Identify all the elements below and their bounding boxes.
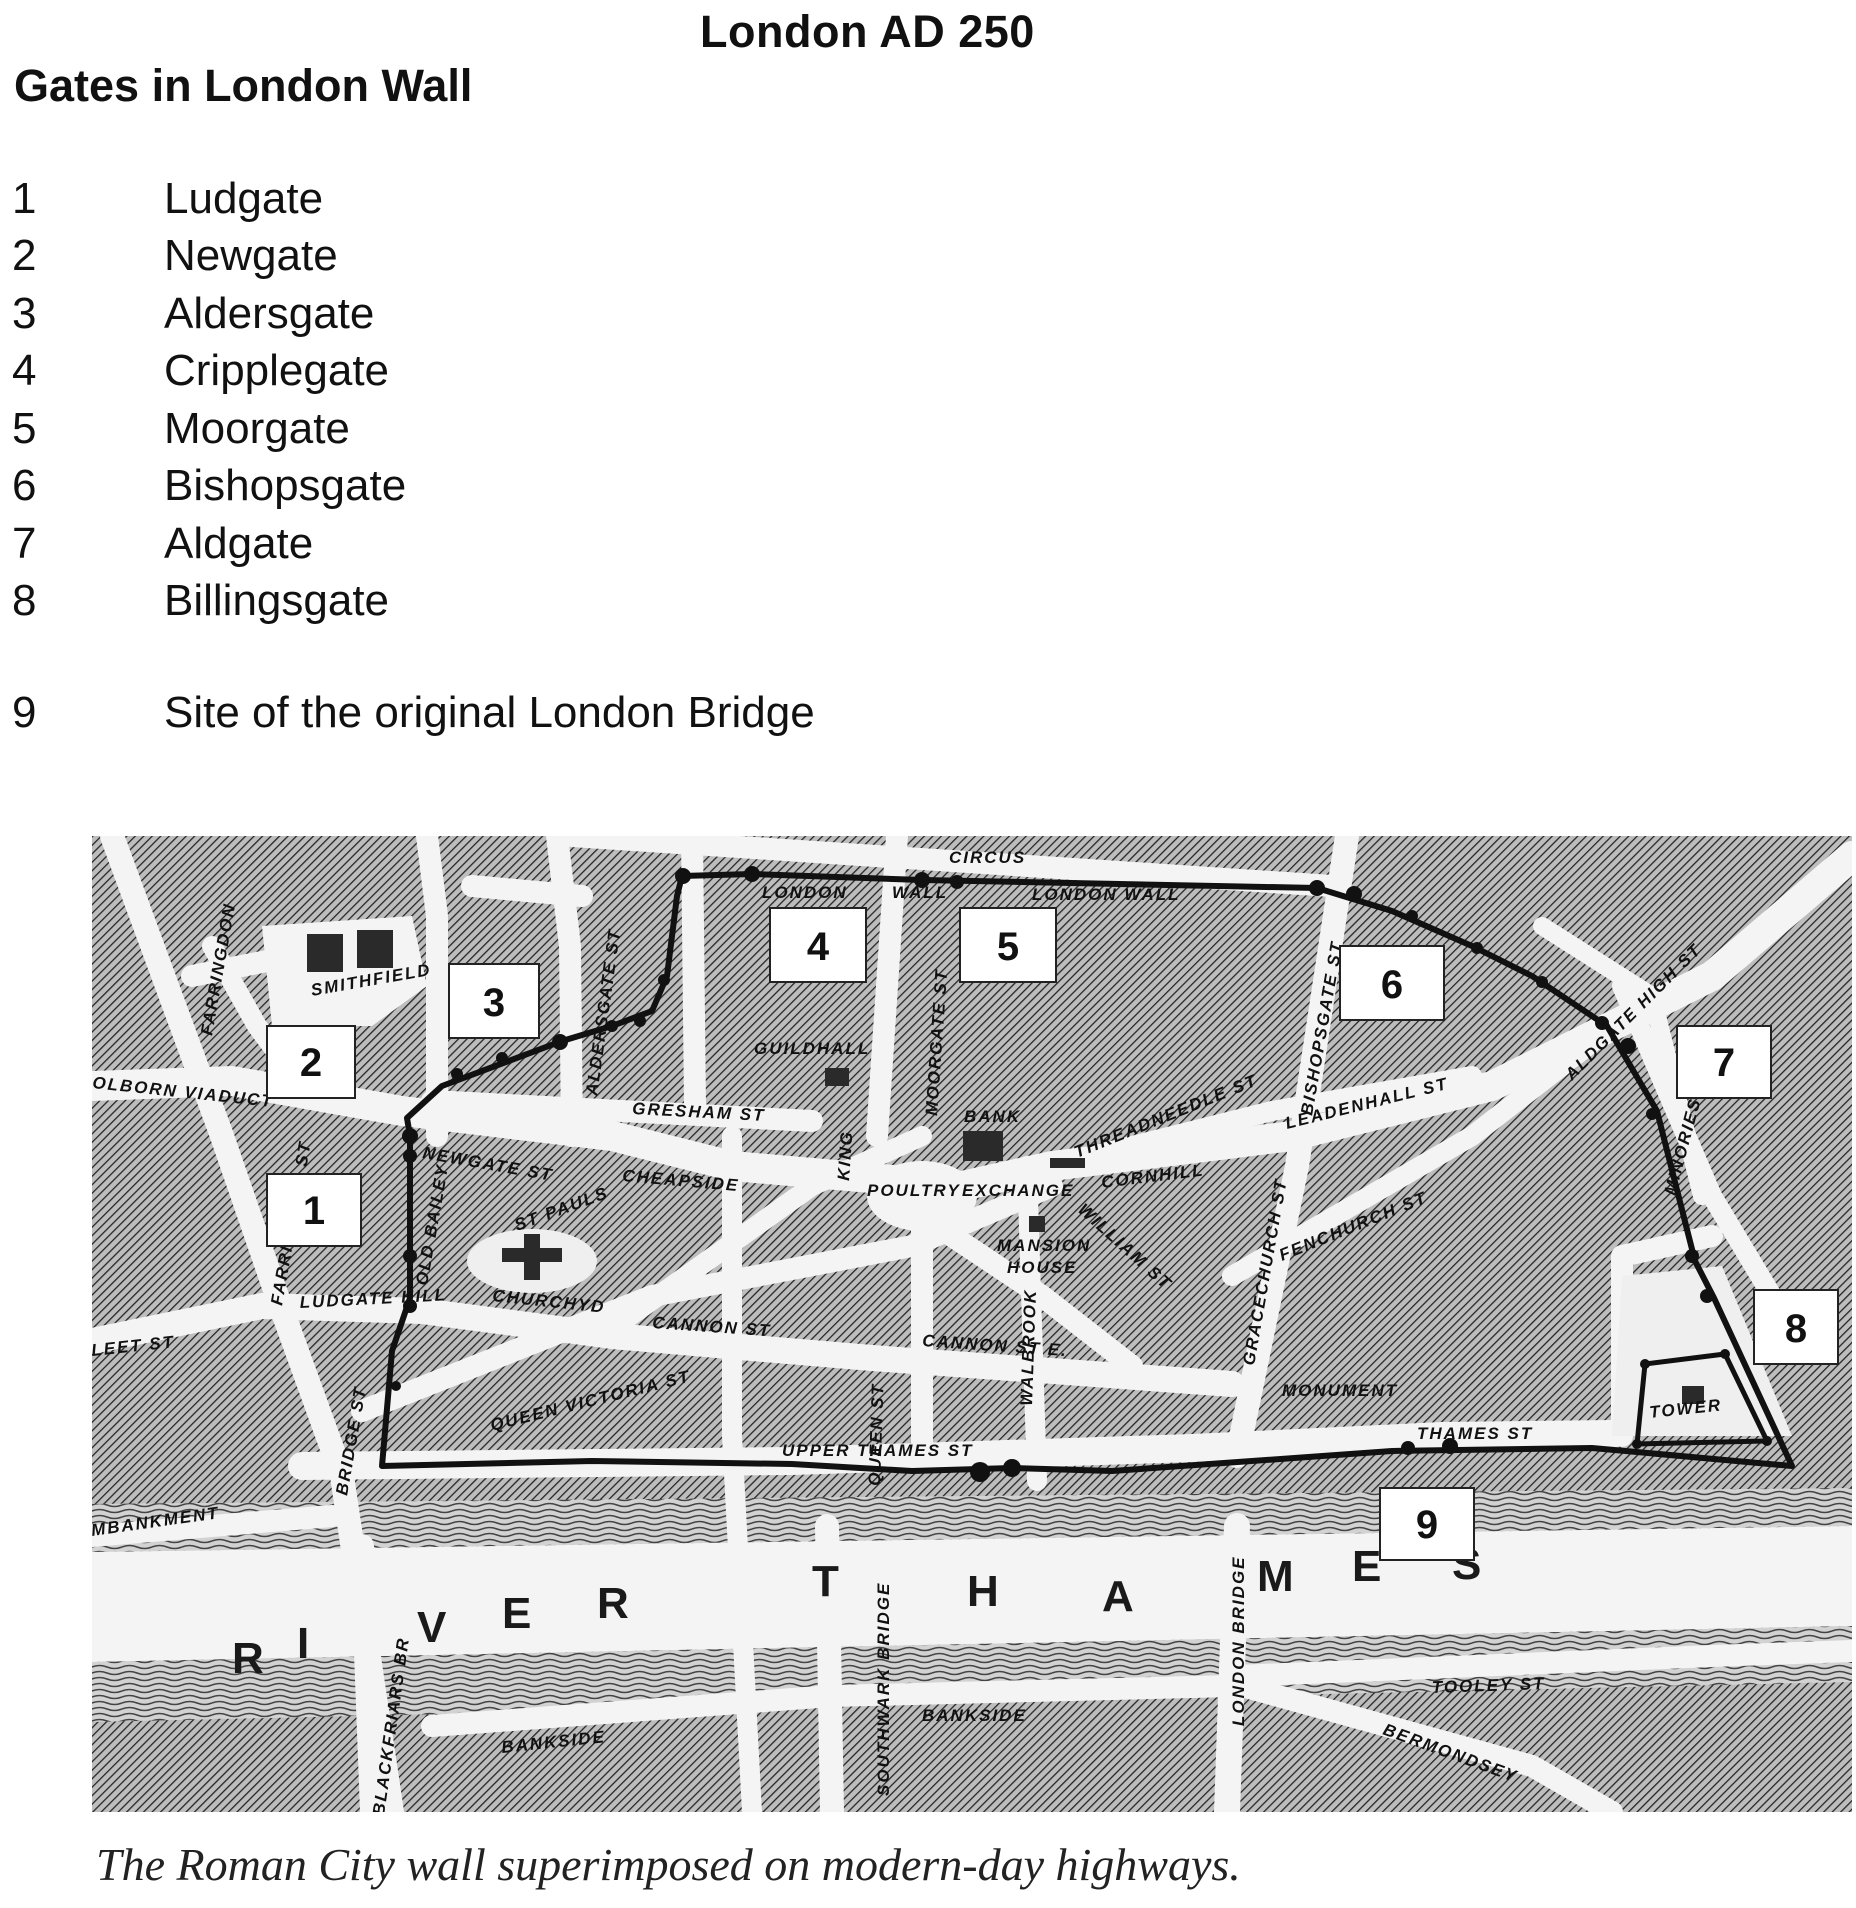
gate-number: 3: [12, 288, 37, 338]
street-label: POULTRY: [867, 1181, 961, 1200]
gate-marker-label: 6: [1381, 963, 1403, 1007]
gate-number: 7: [12, 518, 37, 568]
river-letter: M: [1257, 1552, 1294, 1601]
street-label: BANK: [964, 1107, 1021, 1126]
gate-marker-9: 9: [1379, 1487, 1475, 1561]
street-label: WALBROOK: [1017, 1289, 1040, 1407]
bridge-number: 9: [12, 688, 37, 737]
gate-marker-label: 5: [997, 925, 1019, 969]
gate-name: Aldersgate: [164, 288, 375, 338]
gate-marker-8: 8: [1753, 1289, 1839, 1365]
gate-marker-6: 6: [1339, 945, 1445, 1021]
gate-marker-1: 1: [266, 1173, 362, 1247]
gate-item: 2 Newgate: [12, 228, 406, 286]
gate-item: 7 Aldgate: [12, 515, 406, 573]
street-label: MONUMENT: [1282, 1381, 1398, 1400]
gate-markers: 1 2 3 4 5 6 7 8: [266, 907, 1839, 1561]
street-label: UPPER THAMES ST: [782, 1441, 974, 1460]
street-label: GUILDHALL: [754, 1039, 870, 1058]
gates-heading: Gates in London Wall: [14, 60, 473, 111]
bridge-item: 9 Site of the original London Bridge: [12, 688, 815, 738]
gate-name: Newgate: [164, 231, 338, 281]
gate-marker-label: 1: [303, 1189, 325, 1233]
river-bank-south: [92, 1626, 1852, 1722]
river-letter: E: [1352, 1542, 1381, 1591]
street-label: HOUSE: [1007, 1258, 1077, 1277]
gate-number: 5: [12, 403, 37, 453]
gate-name: Ludgate: [164, 173, 324, 223]
gate-item: 1 Ludgate: [12, 170, 406, 228]
street-label: SOUTHWARK BRIDGE: [874, 1582, 893, 1796]
river-letter: T: [812, 1557, 839, 1606]
river-letter: V: [417, 1603, 447, 1652]
gate-number: 1: [12, 173, 37, 223]
river-letter: I: [297, 1619, 309, 1668]
gate-marker-5: 5: [959, 907, 1057, 983]
gate-item: 5 Moorgate: [12, 400, 406, 458]
street-label: TOOLEY ST: [1431, 1674, 1545, 1697]
gate-marker-label: 4: [807, 925, 830, 969]
river-letter: H: [967, 1567, 999, 1616]
river-letter: A: [1102, 1572, 1134, 1621]
street-label: QUEEN ST: [865, 1383, 888, 1487]
gate-marker-3: 3: [448, 963, 540, 1039]
bank-junction: [867, 1161, 977, 1231]
gate-marker-2: 2: [266, 1025, 356, 1099]
gate-marker-label: 8: [1785, 1307, 1807, 1351]
gate-marker-label: 7: [1713, 1041, 1735, 1085]
street-label: THAMES ST: [1417, 1424, 1533, 1443]
street-label: WALL: [892, 883, 948, 902]
river-name: R I V E R T H A M E S: [232, 1540, 1481, 1683]
gate-marker-7: 7: [1676, 1025, 1772, 1099]
roman-london-map: CIRCUS LONDON WALL LONDON WALL SMITHFIEL…: [92, 836, 1852, 1812]
gate-name: Bishopsgate: [164, 461, 407, 511]
gate-marker-label: 9: [1416, 1503, 1438, 1547]
gate-item: 6 Bishopsgate: [12, 458, 406, 516]
bridge-name: Site of the original London Bridge: [164, 688, 815, 737]
street-label: EXCHANGE: [962, 1181, 1074, 1200]
street-label: LONDON WALL: [1032, 885, 1181, 904]
gate-name: Moorgate: [164, 403, 350, 453]
gate-number: 6: [12, 461, 37, 511]
wall-bastions: [391, 866, 1772, 1482]
gate-marker-label: 2: [300, 1041, 322, 1085]
gate-marker-4: 4: [769, 907, 867, 983]
river-letter: R: [597, 1579, 629, 1628]
gate-item: 3 Aldersgate: [12, 285, 406, 343]
gate-item: 8 Billingsgate: [12, 573, 406, 631]
street-label: CIRCUS: [949, 848, 1026, 867]
gate-number: 2: [12, 231, 37, 281]
river-letter: E: [502, 1589, 531, 1638]
street-label: BANKSIDE: [922, 1706, 1027, 1725]
gate-name: Aldgate: [164, 518, 314, 568]
street-label: LONDON: [762, 883, 848, 902]
street-label: MANSION: [997, 1236, 1091, 1255]
gate-name: Cripplegate: [164, 346, 390, 396]
gate-marker-label: 3: [483, 981, 505, 1025]
gate-name: Billingsgate: [164, 576, 390, 626]
gate-item: 4 Cripplegate: [12, 343, 406, 401]
river-letter: R: [232, 1634, 264, 1683]
gate-number: 4: [12, 346, 37, 396]
gate-number: 8: [12, 576, 37, 626]
tower-area: [1612, 1266, 1792, 1436]
landmark-buildings: [307, 930, 1704, 1404]
roman-city-wall: [379, 871, 1795, 1474]
map-caption: The Roman City wall superimposed on mode…: [96, 1839, 1241, 1890]
page-title: London AD 250: [700, 6, 1035, 57]
street-label: KING: [834, 1130, 856, 1182]
gates-list: 1 Ludgate 2 Newgate 3 Aldersgate 4 Cripplega…: [12, 170, 406, 630]
street-label: LONDON BRIDGE: [1229, 1556, 1248, 1727]
